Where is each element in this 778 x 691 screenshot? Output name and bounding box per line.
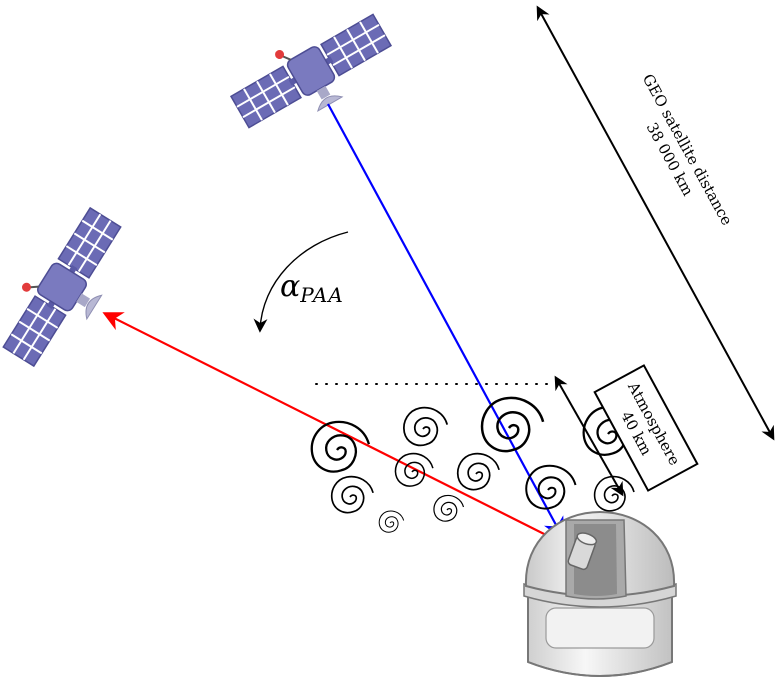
satellite-icon-geo <box>221 0 403 146</box>
spiral-eddy-icon <box>310 420 371 473</box>
spiral-eddy-icon <box>433 494 465 522</box>
geo-distance-arrow <box>536 5 775 441</box>
observatory-dome-icon <box>523 510 677 677</box>
spiral-eddy-icon <box>330 475 374 514</box>
spiral-eddy-icon <box>394 452 434 487</box>
spiral-eddy-icon <box>456 452 500 491</box>
alpha-paa-label: αPAA <box>280 269 344 307</box>
atmosphere-height-arrow <box>554 375 624 497</box>
spiral-eddy-icon <box>402 406 449 447</box>
spiral-eddy-icon <box>525 464 577 510</box>
geo-distance-label: GEO satellite distance 38 000 km <box>639 71 736 229</box>
point-ahead-angle-arrow <box>253 231 349 333</box>
satellite-icon-ahead <box>0 198 139 378</box>
spiral-eddy-icon <box>378 510 405 533</box>
geo-distance-title: GEO satellite distance <box>639 71 736 229</box>
downlink-beam <box>327 103 565 540</box>
uplink-beam <box>102 312 577 551</box>
